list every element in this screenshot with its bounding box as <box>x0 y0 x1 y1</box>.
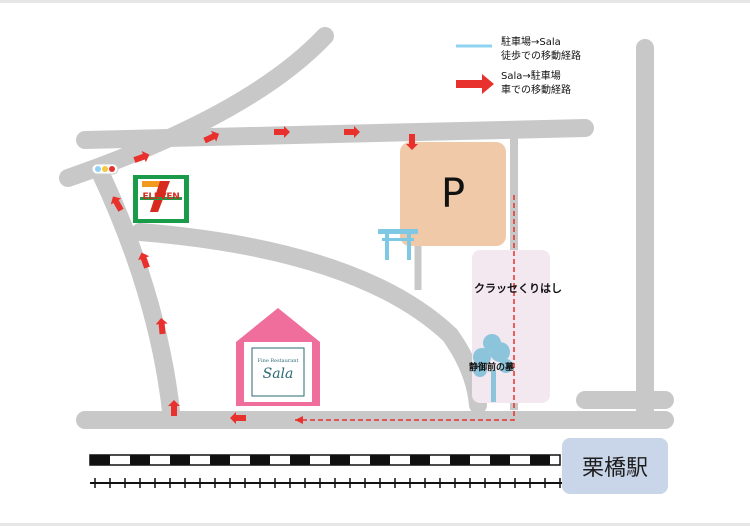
restaurant-subtitle: Fine Restaurant <box>257 358 299 364</box>
parking-label: P <box>440 171 466 217</box>
diagonal-road <box>59 27 334 187</box>
walk-route-arrowhead <box>295 416 303 424</box>
traffic-signal-icon <box>91 163 119 175</box>
station-label[interactable]: 栗橋駅 <box>562 438 668 494</box>
legend-walk-entry: 駐車場→Sala 徒歩での移動経路 <box>455 36 655 70</box>
car-route <box>110 126 418 424</box>
legend-car-line1: Sala→駐車場 <box>501 71 561 82</box>
car-legend-swatch <box>456 74 494 94</box>
seven-eleven-logo <box>133 175 189 223</box>
legend: 駐車場→Sala 徒歩での移動経路 Sala→駐車場 車での移動経路 <box>455 36 655 104</box>
railway-icon <box>89 454 610 488</box>
legend-car-line2: 車での移動経路 <box>501 85 571 96</box>
torii-shrine-icon <box>378 229 418 260</box>
legend-walk-line1: 駐車場→Sala <box>501 37 561 48</box>
parking-lot[interactable] <box>400 142 506 246</box>
tree-icon <box>473 334 513 402</box>
seven-eleven-wordmark: ELEVEN <box>142 192 180 202</box>
tomb-label: 静御前の墓 <box>469 363 515 373</box>
middle-road <box>131 223 487 414</box>
walk-route <box>295 195 515 421</box>
street-area <box>472 250 550 403</box>
legend-car-entry: Sala→駐車場 車での移動経路 <box>455 70 655 104</box>
restaurant-icon[interactable] <box>236 308 320 406</box>
street-label: クラッセくりはし <box>474 282 562 295</box>
restaurant-name: Sala <box>262 366 294 382</box>
legend-walk-line2: 徒歩での移動経路 <box>501 51 581 62</box>
